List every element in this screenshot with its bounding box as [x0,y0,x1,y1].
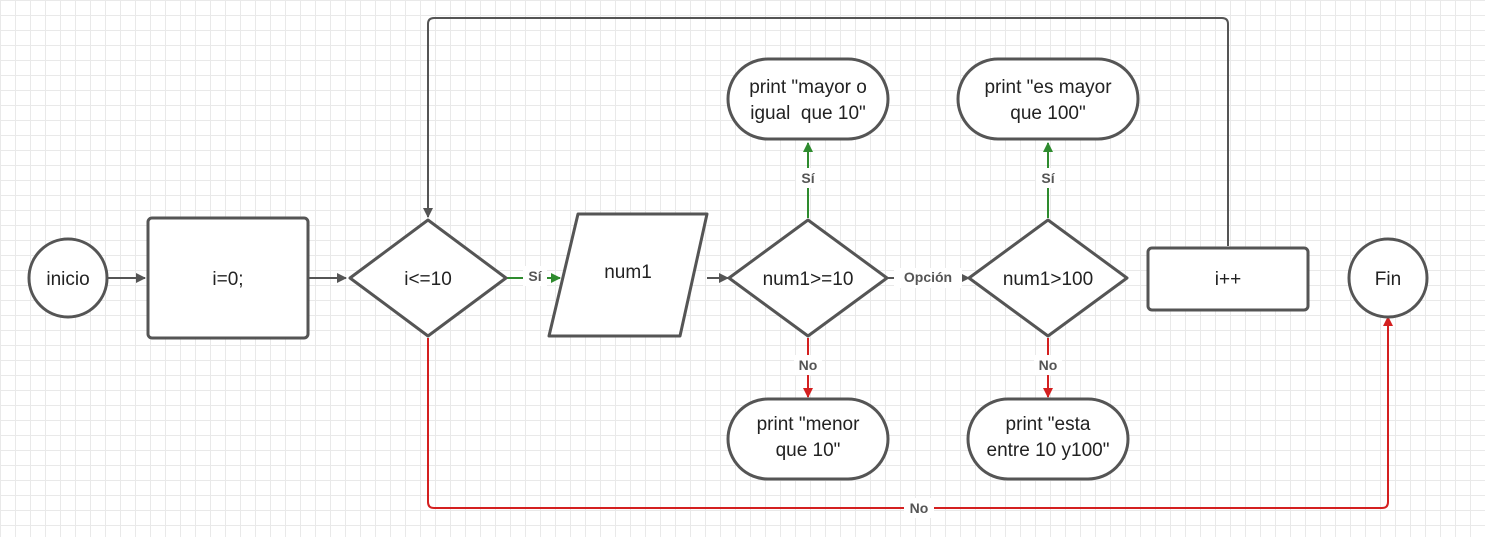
node-print-ge10-line1: print "mayor o [749,77,867,98]
node-print-lt10-line1: print "menor [757,414,861,435]
node-print-between-line1: print "esta [1006,414,1091,435]
label-loop-yes: Sí [528,268,542,284]
node-print-lt10[interactable]: print "menor que 10" [726,397,890,481]
node-print-gt100-line1: print "es mayor [984,77,1112,98]
label-loop-no: No [910,500,929,516]
node-fin[interactable]: Fin [1347,237,1429,319]
node-inicio[interactable]: inicio [27,237,109,319]
node-loop-decision-label: i<=10 [404,269,452,290]
node-init-label: i=0; [212,269,243,290]
node-loop-decision[interactable]: i<=10 [348,218,508,338]
node-print-lt10-line2: que 10" [776,440,841,461]
node-input-num1-label: num1 [604,262,652,283]
node-print-gt100-line2: que 100" [1010,103,1085,124]
node-inicio-label: inicio [46,269,89,290]
label-option: Opción [904,269,952,285]
node-increment-label: i++ [1215,269,1241,290]
node-ge10-decision-label: num1>=10 [763,269,854,290]
label-ge10-no: No [799,357,818,373]
edge-increment-loop [423,17,1229,246]
node-print-between[interactable]: print "esta entre 10 y100" [966,397,1130,481]
node-increment[interactable]: i++ [1146,246,1310,312]
node-print-gt100[interactable]: print "es mayor que 100" [956,57,1140,141]
node-gt100-decision[interactable]: num1>100 [967,218,1129,338]
edge-labels: Sí Opción Sí No Sí No No [523,168,1062,518]
node-gt100-decision-label: num1>100 [1003,269,1093,290]
label-ge10-yes: Sí [801,170,815,186]
node-input-num1[interactable]: num1 [547,212,709,338]
label-gt100-no: No [1039,357,1058,373]
node-print-ge10-line2: igual que 10" [750,103,866,124]
node-ge10-decision[interactable]: num1>=10 [727,218,889,338]
node-print-between-line2: entre 10 y100" [987,440,1110,461]
edge-loop-fin-no [427,316,1393,509]
node-init[interactable]: i=0; [146,216,310,340]
label-gt100-yes: Sí [1041,170,1055,186]
node-print-ge10[interactable]: print "mayor o igual que 10" [726,57,890,141]
node-fin-label: Fin [1375,269,1401,290]
